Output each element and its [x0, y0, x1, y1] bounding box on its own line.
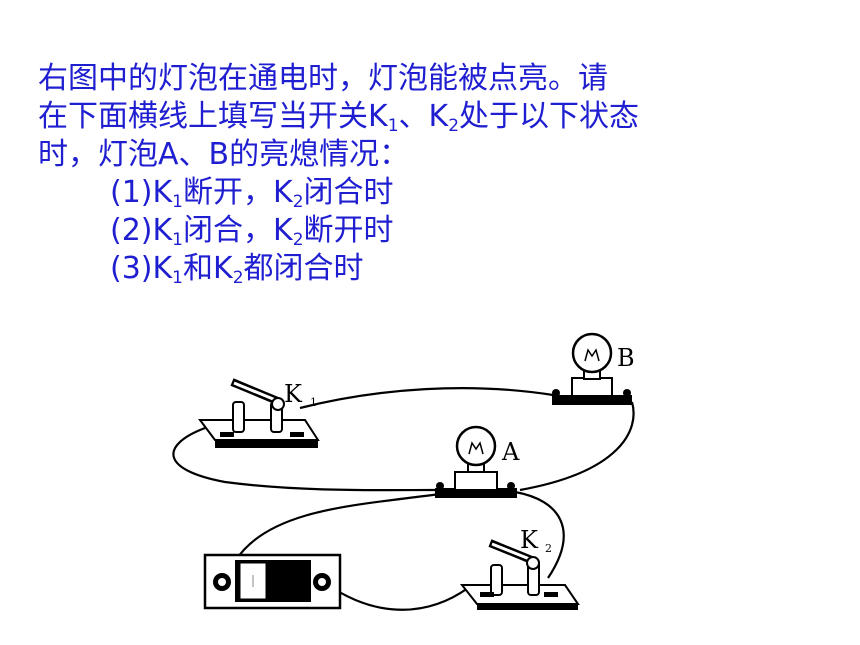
bulb-a: [435, 425, 517, 498]
wire-k1-left-loop: [172, 426, 436, 492]
bulb-b-label: B: [617, 344, 635, 372]
question-intro-line-1: 右图中的灯泡在通电时，灯泡能被点亮。请: [38, 61, 608, 96]
bulb-a-label: A: [501, 438, 520, 466]
question-item-1: (1)K1断开，K2闭合时: [110, 175, 394, 212]
question-item-2: (2)K1闭合，K2断开时: [110, 213, 394, 250]
question-intro-line-2: 在下面横线上填写当开关K1、K2处于以下状态: [38, 99, 640, 136]
wire-k1-to-b: [299, 387, 554, 410]
switch-k2-label: K: [520, 526, 539, 554]
switch-k1-subscript: 1: [310, 396, 317, 409]
battery-holder: [203, 553, 342, 610]
question-intro-line-3: 时，灯泡A、B的亮熄情况：: [38, 137, 410, 172]
switch-k1-label: K: [284, 380, 303, 408]
wire-battery-to-k2: [327, 584, 469, 611]
switch-k1: [198, 378, 320, 448]
question-text: 右图中的灯泡在通电时，灯泡能被点亮。请 在下面横线上填写当开关K1、K2处于以下…: [38, 60, 838, 288]
switch-k2-subscript: 2: [545, 542, 552, 555]
wire-a-left-to-battery: [235, 492, 441, 561]
question-item-3: (3)K1和K2都闭合时: [110, 251, 364, 288]
circuit-wires: [172, 387, 635, 611]
switch-k2: [459, 539, 580, 610]
bulb-b: [552, 332, 632, 405]
wire-b-right: [519, 401, 635, 492]
wire-a-right-to-k2: [514, 490, 565, 579]
